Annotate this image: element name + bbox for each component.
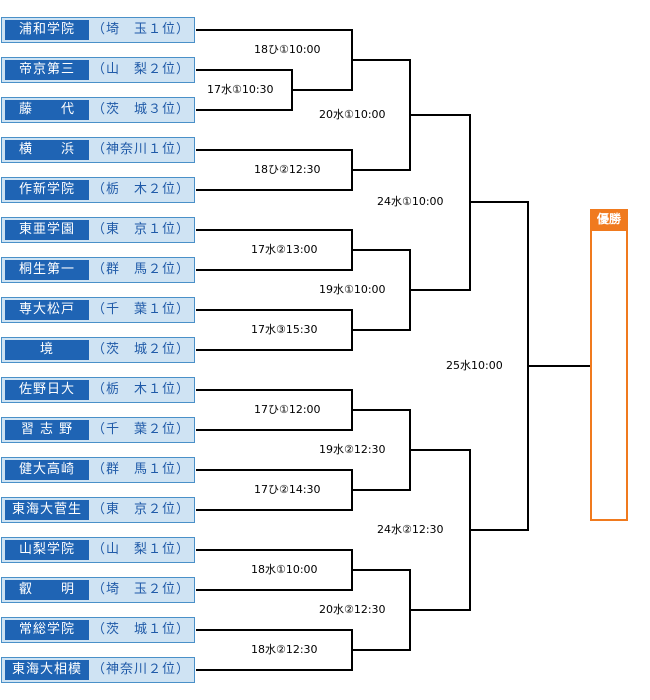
team-entry[interactable]: 叡 明（埼 玉２位） [1,577,195,603]
team-seed: （千 葉１位） [92,302,191,317]
team-entry[interactable]: 帝京第三（山 梨２位） [1,57,195,83]
match-label-qf4: 20水②12:30 [319,603,386,616]
team-seed: （栃 木１位） [92,382,191,397]
team-entry[interactable]: 作新学院（栃 木２位） [1,177,195,203]
team-name: 専大松戸 [5,300,89,320]
match-label-qf1: 20水①10:00 [319,108,386,121]
team-seed: （神奈川２位） [92,662,191,677]
team-seed: （東 京１位） [92,222,191,237]
team-entry[interactable]: 境（茨 城２位） [1,337,195,363]
team-name: 東亜学園 [5,220,89,240]
team-seed: （茨 城１位） [92,622,191,637]
match-label-r1h: 18水②12:30 [251,643,318,656]
match-label-qf2: 19水①10:00 [319,283,386,296]
match-label-r0: 17水①10:30 [207,83,274,96]
bracket-line-r1a [196,29,353,91]
match-label-sf2: 24水②12:30 [377,523,444,536]
match-label-r1d: 17水③15:30 [251,323,318,336]
match-label-final: 25水10:00 [446,359,503,372]
champion-box [590,229,628,521]
team-name: 東海大菅生 [5,500,89,520]
team-name: 叡 明 [5,580,89,600]
team-entry[interactable]: 習 志 野（千 葉２位） [1,417,195,443]
team-name: 藤 代 [5,100,89,120]
team-name: 帝京第三 [5,60,89,80]
team-name: 東海大相模 [5,660,89,680]
team-seed: （山 梨２位） [92,62,191,77]
team-entry[interactable]: 佐野日大（栃 木１位） [1,377,195,403]
team-entry[interactable]: 桐生第一（群 馬２位） [1,257,195,283]
team-name: 習 志 野 [5,420,89,440]
team-name: 浦和学院 [5,20,89,40]
team-entry[interactable]: 東海大菅生（東 京２位） [1,497,195,523]
team-entry[interactable]: 山梨学院（山 梨１位） [1,537,195,563]
team-name: 佐野日大 [5,380,89,400]
match-label-r1c: 17水②13:00 [251,243,318,256]
team-entry[interactable]: 常総学院（茨 城１位） [1,617,195,643]
match-label-r1f: 17ひ②14:30 [254,483,321,496]
team-name: 横 浜 [5,140,89,160]
match-label-r1b: 18ひ②12:30 [254,163,321,176]
team-seed: （群 馬２位） [92,262,191,277]
team-entry[interactable]: 東海大相模（神奈川２位） [1,657,195,683]
team-name: 桐生第一 [5,260,89,280]
team-seed: （埼 玉１位） [92,22,191,37]
team-entry[interactable]: 藤 代（茨 城３位） [1,97,195,123]
team-entry[interactable]: 東亜学園（東 京１位） [1,217,195,243]
team-entry[interactable]: 浦和学院（埼 玉１位） [1,17,195,43]
team-seed: （茨 城２位） [92,342,191,357]
team-name: 境 [5,340,89,360]
team-name: 作新学院 [5,180,89,200]
team-name: 常総学院 [5,620,89,640]
team-seed: （山 梨１位） [92,542,191,557]
team-entry[interactable]: 横 浜（神奈川１位） [1,137,195,163]
team-seed: （茨 城３位） [92,102,191,117]
champion-label: 優勝 [590,209,628,229]
team-seed: （栃 木２位） [92,182,191,197]
match-label-r1e: 17ひ①12:00 [254,403,321,416]
team-seed: （東 京２位） [92,502,191,517]
team-seed: （千 葉２位） [92,422,191,437]
team-name: 健大高崎 [5,460,89,480]
team-seed: （群 馬１位） [92,462,191,477]
match-label-r1g: 18水①10:00 [251,563,318,576]
team-seed: （埼 玉２位） [92,582,191,597]
team-entry[interactable]: 専大松戸（千 葉１位） [1,297,195,323]
team-entry[interactable]: 健大高崎（群 馬１位） [1,457,195,483]
match-label-sf1: 24水①10:00 [377,195,444,208]
match-label-qf3: 19水②12:30 [319,443,386,456]
team-name: 山梨学院 [5,540,89,560]
team-seed: （神奈川１位） [92,142,191,157]
match-label-r1a: 18ひ①10:00 [254,43,321,56]
